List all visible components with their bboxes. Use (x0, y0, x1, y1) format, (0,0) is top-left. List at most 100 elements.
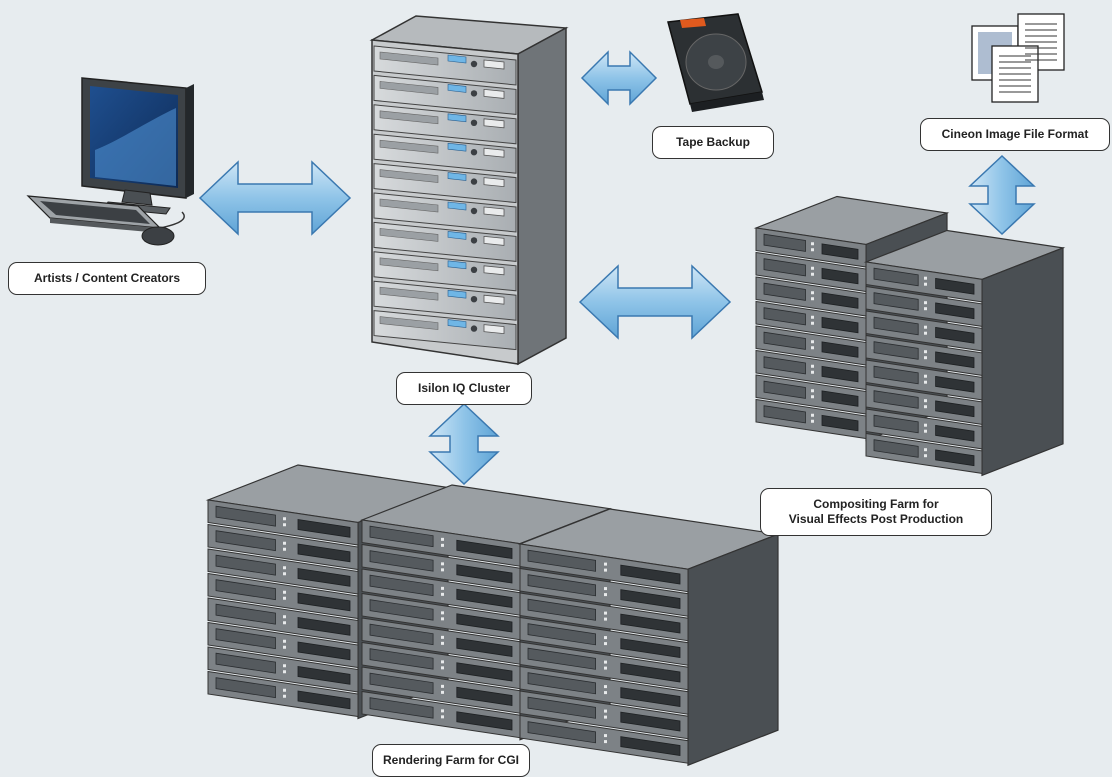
label-artists: Artists / Content Creators (8, 262, 206, 295)
stack-led (283, 621, 286, 625)
stack-display (821, 341, 859, 358)
stack-bay (369, 623, 434, 646)
stack-display (456, 564, 513, 584)
double-arrow-icon (968, 154, 1036, 236)
stack-display (297, 592, 351, 612)
stack-led (924, 282, 927, 286)
stack-bay (369, 574, 434, 597)
rack-led (447, 231, 467, 240)
stack-display (456, 711, 513, 731)
stack-bay (763, 405, 806, 424)
stack-led (441, 666, 444, 670)
stack-display (620, 613, 681, 634)
rack-handle (483, 177, 505, 188)
stack-led (924, 356, 927, 360)
stack-display (456, 588, 513, 608)
stack-led (441, 635, 444, 639)
stack-bay (527, 721, 596, 744)
stack-bay (369, 697, 434, 719)
stack-display (821, 292, 859, 309)
stack-display (935, 302, 975, 320)
stack-led (441, 562, 444, 566)
rack-knob (470, 119, 478, 127)
stack-led (604, 611, 607, 615)
stack-led (604, 617, 607, 621)
stack-led (604, 587, 607, 591)
stack-bay (369, 672, 434, 695)
stack-led (811, 321, 814, 325)
stack-led (283, 547, 286, 551)
stack-bay (527, 696, 596, 719)
stack-display (935, 326, 975, 344)
stack-led (924, 374, 927, 378)
stack-display (620, 687, 681, 707)
stack-display (620, 564, 681, 585)
stack-led (283, 596, 286, 600)
stack-led (811, 346, 814, 350)
stack-led (924, 454, 927, 458)
stack-led (283, 615, 286, 619)
stack-bay (527, 672, 596, 695)
rack-handle (483, 265, 505, 276)
stack-bay (369, 648, 434, 670)
stack-display (620, 662, 681, 683)
stack-display (620, 711, 681, 732)
rack-knob (470, 60, 478, 68)
stack-display (821, 267, 859, 285)
stack-bay (873, 292, 919, 311)
stack-led (811, 315, 814, 319)
stack-led (924, 331, 927, 335)
stack-led (924, 405, 927, 409)
stack-bay (873, 439, 919, 458)
label-isilon-cluster: Isilon IQ Cluster (396, 372, 532, 405)
stack-bay (215, 628, 276, 650)
rack-handle (483, 118, 505, 129)
stack-bay (215, 579, 276, 601)
stack-led (283, 566, 286, 570)
stack-led (924, 325, 927, 329)
stack-led (441, 543, 444, 547)
stack-led (604, 734, 607, 738)
stack-bay (873, 365, 919, 385)
stack-bay (763, 282, 806, 301)
stack-bay (873, 414, 919, 434)
stack-led (283, 523, 286, 527)
stack-led (604, 562, 607, 566)
server-stack-icon (205, 464, 781, 767)
stack-led (283, 590, 286, 594)
stack-bay (763, 331, 806, 350)
stack-display (456, 637, 513, 657)
stack-led (604, 691, 607, 695)
rack-handle (483, 88, 505, 99)
rack-handle (483, 235, 505, 246)
stack-led (604, 593, 607, 597)
stack-bay (763, 233, 806, 252)
stack-display (935, 351, 975, 369)
stack-led (811, 297, 814, 301)
stack-display (935, 277, 975, 295)
stack-led (283, 572, 286, 576)
stack-led (441, 586, 444, 590)
rack-vent (379, 228, 439, 242)
stack-led (924, 350, 927, 354)
stack-bay (763, 356, 806, 375)
stack-led (924, 301, 927, 305)
stack-led (924, 307, 927, 311)
stack-bay (215, 603, 276, 625)
stack-led (283, 670, 286, 674)
stack-led (441, 684, 444, 688)
rack-vent (379, 139, 439, 154)
stack-display (297, 568, 351, 587)
stack-led (283, 694, 286, 698)
stack-bay (527, 549, 596, 572)
rack-handle (483, 59, 505, 70)
stack-led (604, 666, 607, 670)
stack-bay (215, 677, 276, 699)
stack-led (441, 592, 444, 596)
stack-bay (527, 623, 596, 646)
stack-display (821, 365, 859, 383)
server-stack (517, 508, 781, 767)
stack-led (283, 688, 286, 692)
stack-display (456, 686, 513, 706)
